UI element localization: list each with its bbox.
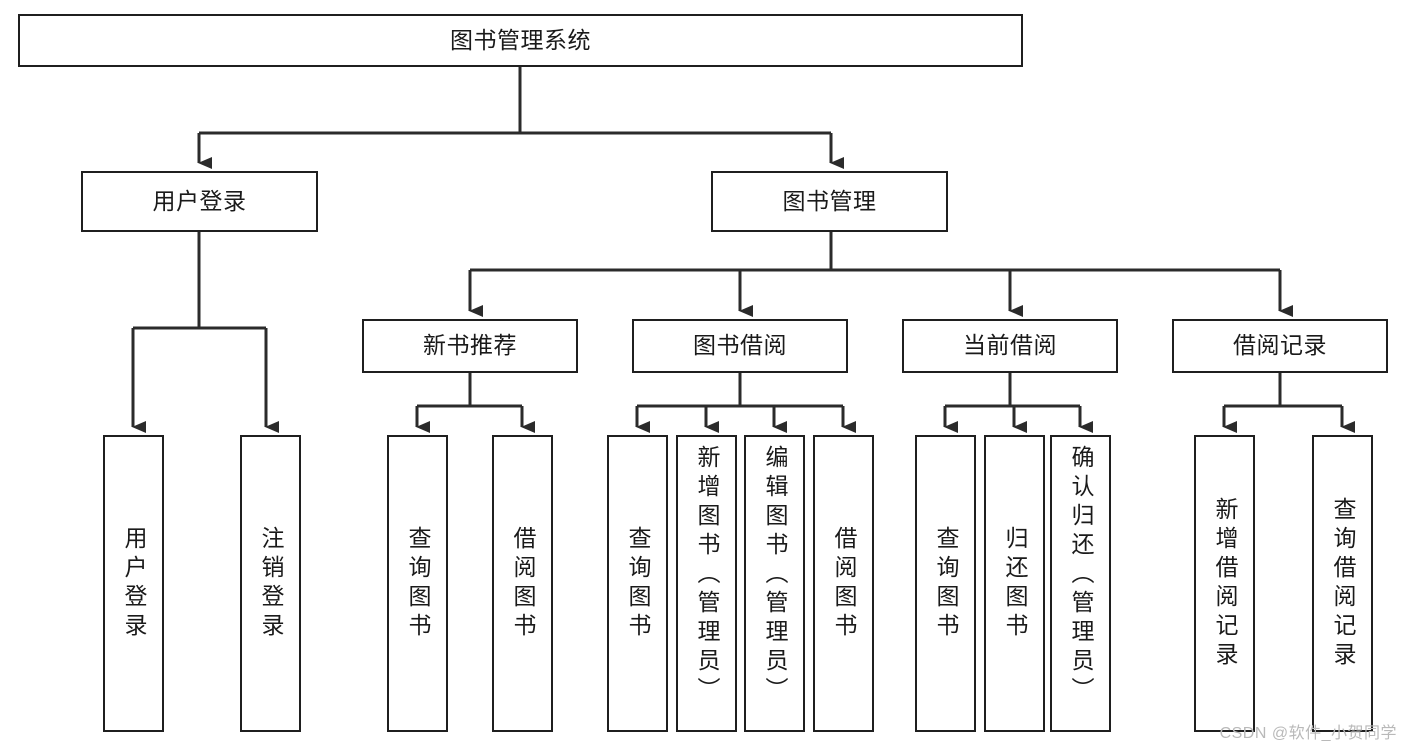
leaf-user-login[interactable]: 用户登录 bbox=[103, 435, 164, 732]
leaf-current-confirm-return[interactable]: 确认归还（管理员） bbox=[1050, 435, 1111, 732]
leaf-user-login-label: 用户登录 bbox=[121, 525, 147, 642]
leaf-current-return-book[interactable]: 归还图书 bbox=[984, 435, 1045, 732]
leaf-current-query-book-label: 查询图书 bbox=[933, 525, 959, 642]
leaf-logout[interactable]: 注销登录 bbox=[240, 435, 301, 732]
leaf-current-query-book[interactable]: 查询图书 bbox=[915, 435, 976, 732]
node-new-book-recommend[interactable]: 新书推荐 bbox=[362, 319, 578, 373]
leaf-recommend-query-book[interactable]: 查询图书 bbox=[387, 435, 448, 732]
leaf-logout-label: 注销登录 bbox=[258, 525, 284, 642]
leaf-record-add-record[interactable]: 新增借阅记录 bbox=[1194, 435, 1255, 732]
node-borrow-record-label: 借阅记录 bbox=[1233, 332, 1327, 359]
node-new-book-recommend-label: 新书推荐 bbox=[423, 332, 517, 359]
node-book-management-label: 图书管理 bbox=[782, 187, 877, 214]
watermark-text: CSDN @软件_小贺同学 bbox=[1219, 725, 1397, 742]
leaf-record-add-record-label: 新增借阅记录 bbox=[1212, 496, 1238, 671]
leaf-borrow-query-book-label: 查询图书 bbox=[625, 525, 651, 642]
node-user-login[interactable]: 用户登录 bbox=[81, 171, 318, 232]
node-root-label: 图书管理系统 bbox=[450, 26, 591, 53]
leaf-borrow-add-book[interactable]: 新增图书（管理员） bbox=[676, 435, 737, 732]
leaf-borrow-borrow-book[interactable]: 借阅图书 bbox=[813, 435, 874, 732]
node-book-borrow[interactable]: 图书借阅 bbox=[632, 319, 848, 373]
leaf-record-query-record-label: 查询借阅记录 bbox=[1330, 496, 1356, 671]
leaf-current-return-book-label: 归还图书 bbox=[1002, 525, 1028, 642]
leaf-recommend-query-book-label: 查询图书 bbox=[405, 525, 431, 642]
node-user-login-label: 用户登录 bbox=[152, 187, 247, 214]
leaf-recommend-borrow-book[interactable]: 借阅图书 bbox=[492, 435, 553, 732]
node-book-management[interactable]: 图书管理 bbox=[711, 171, 948, 232]
node-current-borrow-label: 当前借阅 bbox=[963, 332, 1057, 359]
leaf-borrow-edit-book[interactable]: 编辑图书（管理员） bbox=[744, 435, 805, 732]
node-current-borrow[interactable]: 当前借阅 bbox=[902, 319, 1118, 373]
leaf-record-query-record[interactable]: 查询借阅记录 bbox=[1312, 435, 1373, 732]
leaf-borrow-edit-book-label: 编辑图书（管理员） bbox=[762, 445, 788, 706]
leaf-borrow-add-book-label: 新增图书（管理员） bbox=[694, 445, 720, 706]
node-borrow-record[interactable]: 借阅记录 bbox=[1172, 319, 1388, 373]
node-book-borrow-label: 图书借阅 bbox=[693, 332, 787, 359]
leaf-borrow-query-book[interactable]: 查询图书 bbox=[607, 435, 668, 732]
node-root[interactable]: 图书管理系统 bbox=[18, 14, 1023, 67]
leaf-borrow-borrow-book-label: 借阅图书 bbox=[831, 525, 857, 642]
leaf-recommend-borrow-book-label: 借阅图书 bbox=[510, 525, 536, 642]
leaf-current-confirm-return-label: 确认归还（管理员） bbox=[1068, 445, 1094, 706]
